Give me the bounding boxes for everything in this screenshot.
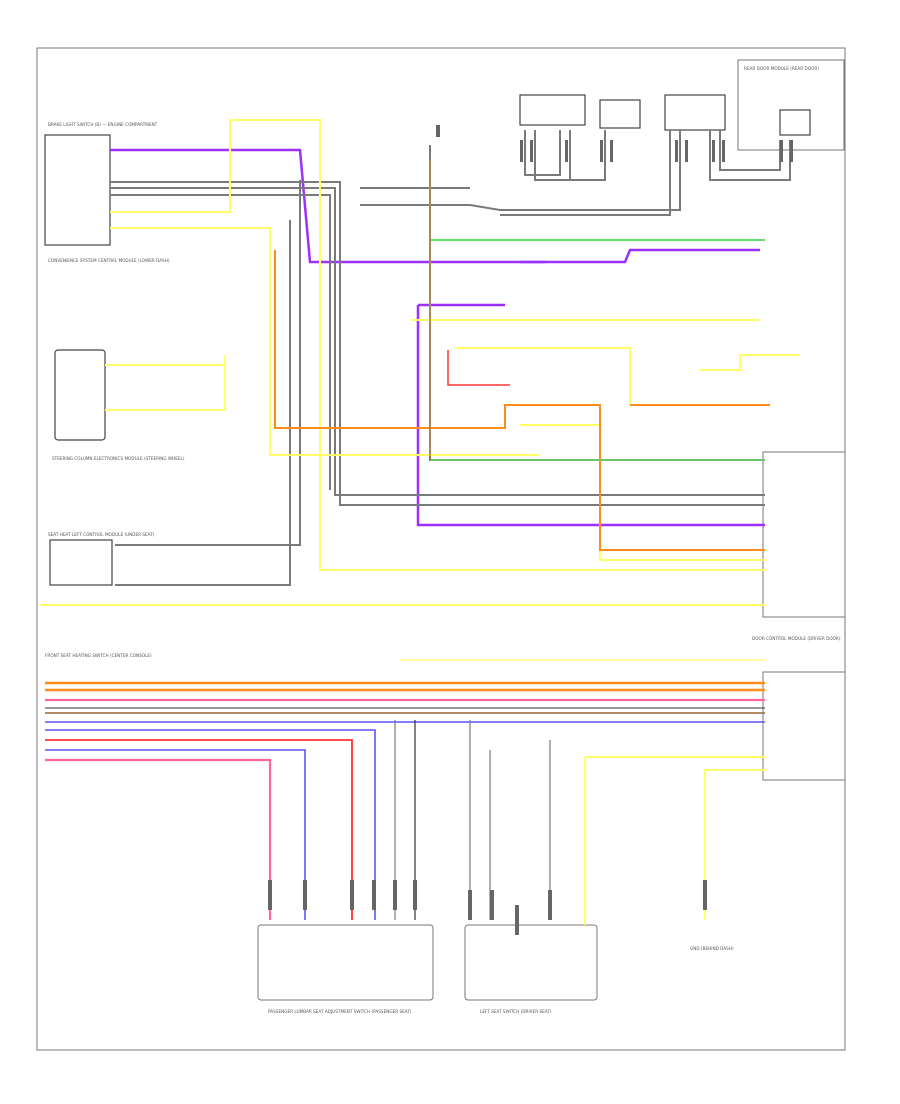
wire-gray-6	[110, 194, 331, 490]
top-module-2	[599, 99, 641, 129]
connector-pin	[303, 880, 307, 910]
label-seat-heat-module: SEAT HEAT LEFT CONTROL MODULE (UNDER SEA…	[48, 532, 155, 537]
connector-pin	[780, 140, 783, 162]
wire-red-44	[45, 739, 353, 920]
connector-pin	[520, 140, 523, 162]
label-left-rear-ctrl: STEERING COLUMN ELECTRONICS MODULE (STEE…	[52, 456, 185, 461]
connector-pin	[610, 140, 613, 162]
label-brake-switch: BRAKE LIGHT SWITCH (B) — ENGINE COMPARTM…	[48, 122, 158, 127]
connector-pin	[468, 890, 472, 920]
connector-group	[268, 125, 793, 935]
top-module-1	[519, 94, 586, 126]
seat-heat-module-box	[49, 539, 113, 586]
top-module-3	[664, 94, 726, 131]
label-left-seat: LEFT SEAT SWITCH (DRIVER SEAT)	[480, 1009, 552, 1014]
connector-pin	[530, 140, 533, 162]
wire-gray-13	[524, 130, 561, 176]
connector-pin	[515, 905, 519, 935]
connector-pin	[722, 140, 725, 162]
wire-yellow-18	[110, 119, 765, 571]
left-seat-switch-box	[464, 924, 598, 1001]
wire-red-41	[447, 350, 510, 386]
connector-pin	[790, 140, 793, 162]
connector-pin	[565, 140, 568, 162]
label-door-module: DOOR CONTROL MODULE (DRIVER DOOR)	[752, 636, 841, 641]
wire-gray-5	[110, 187, 765, 496]
wire-gray-12	[429, 145, 765, 461]
wire-blue-47	[45, 749, 306, 920]
connector-pin	[268, 880, 272, 910]
label-pass-seat: PASSENGER LUMBAR SEAT ADJUSTMENT SWITCH …	[268, 1009, 412, 1014]
wire-purple-2	[416, 305, 765, 527]
passenger-seat-switch-box	[257, 924, 434, 1001]
connector-pin	[413, 880, 417, 910]
connector-pin	[490, 890, 494, 920]
wire-gray-10	[115, 180, 301, 546]
label-sensor-module: CONVENIENCE SYSTEM CENTRAL MODULE (LOWER…	[48, 258, 170, 263]
wire-gray-9	[500, 130, 671, 216]
right-module-frame	[737, 59, 845, 151]
wire-yellow-20	[105, 355, 226, 411]
connector-pin	[703, 880, 707, 910]
wire-yellow-19	[110, 227, 540, 456]
brake-switch-box	[44, 134, 111, 246]
connector-pin	[600, 140, 603, 162]
top-module-4	[779, 109, 811, 136]
wire-yellow-31	[700, 354, 800, 371]
wire-orange-36	[510, 404, 765, 551]
connector-pin	[712, 140, 715, 162]
wire-gray-11	[115, 220, 291, 586]
wire-gray-4	[110, 181, 765, 506]
connector-pin	[350, 880, 354, 910]
wire-group	[40, 119, 800, 925]
label-gnd: GND (BEHIND DASH)	[690, 946, 734, 951]
wire-pink-43	[45, 758, 272, 920]
connector-pin	[548, 890, 552, 920]
connector-pin	[372, 880, 376, 910]
connector-pin	[393, 880, 397, 910]
lower-right-module	[762, 671, 846, 781]
wire-gray-8	[360, 130, 681, 211]
steering-switch-box	[54, 349, 106, 441]
wire-blue-45	[45, 729, 376, 920]
door-control-module	[762, 451, 846, 618]
wire-yellow-24	[455, 347, 631, 405]
wire-orange-33	[274, 385, 600, 429]
connector-pin	[675, 140, 678, 162]
connector-pin	[685, 140, 688, 162]
wire-yellow-23	[520, 424, 765, 561]
label-right-module-top: REAR DOOR MODULE (REAR DOOR)	[744, 66, 819, 71]
label-front-switch: FRONT SEAT HEATING SWITCH (CENTER CONSOL…	[45, 653, 152, 658]
connector-pin	[436, 125, 440, 137]
